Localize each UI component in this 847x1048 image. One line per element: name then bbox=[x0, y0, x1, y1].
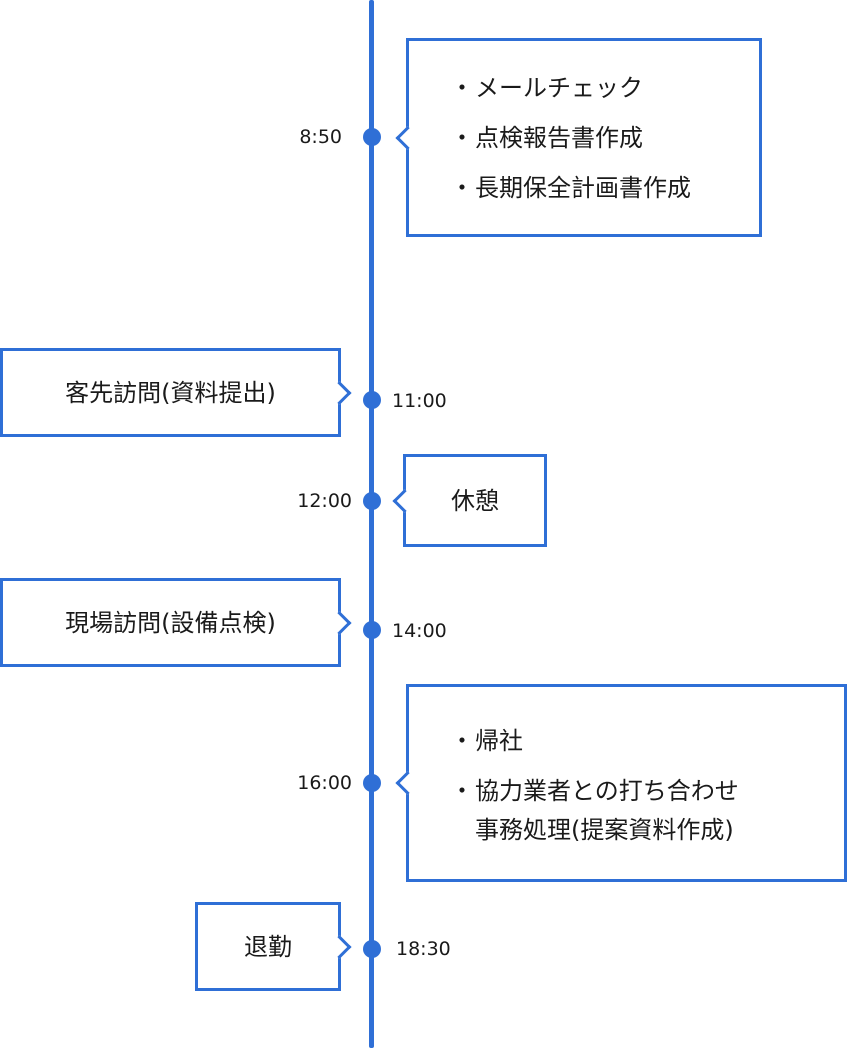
bullet-icon: ・ bbox=[450, 727, 474, 755]
list-item: ・メールチェック bbox=[449, 63, 691, 113]
bullet-icon: ・ bbox=[450, 73, 474, 102]
time-label-1400: 14:00 bbox=[392, 620, 447, 642]
callout-pointer bbox=[395, 125, 420, 150]
bullet-icon: ・ bbox=[450, 777, 474, 805]
timeline-axis bbox=[369, 0, 374, 1048]
event-label: 現場訪問(設備点検) bbox=[65, 608, 276, 637]
list-item: ・帰社 bbox=[449, 716, 739, 766]
time-label-1200: 12:00 bbox=[297, 490, 352, 512]
bullet-icon: ・ bbox=[450, 173, 474, 202]
event-callout-1100: 客先訪問(資料提出) bbox=[0, 348, 352, 437]
list-item: ・長期保全計画書作成 bbox=[449, 163, 691, 213]
event-callout-1830: 退勤 bbox=[195, 902, 352, 991]
list-item: ・協力業者との打ち合わせ bbox=[449, 766, 739, 816]
task-list: ・メールチェック ・点検報告書作成 ・長期保全計画書作成 bbox=[449, 63, 691, 213]
list-item-continuation: 事務処理(提案資料作成) bbox=[475, 816, 734, 844]
bullet-icon: ・ bbox=[450, 123, 474, 152]
callout-pointer bbox=[395, 770, 420, 796]
event-callout-1600: ・帰社 ・協力業者との打ち合わせ 事務処理(提案資料作成) bbox=[395, 684, 847, 882]
time-label-1600: 16:00 bbox=[297, 772, 352, 794]
event-callout-1400: 現場訪問(設備点検) bbox=[0, 578, 352, 667]
event-label: 休憩 bbox=[451, 486, 499, 515]
timeline-dot-1100 bbox=[363, 391, 381, 409]
time-label-1830: 18:30 bbox=[396, 938, 451, 960]
timeline-dot-1600 bbox=[363, 774, 381, 792]
time-label-0850: 8:50 bbox=[299, 126, 342, 148]
timeline-dot-1200 bbox=[363, 492, 381, 510]
list-item: ・点検報告書作成 bbox=[449, 113, 691, 163]
event-callout-0850: ・メールチェック ・点検報告書作成 ・長期保全計画書作成 bbox=[395, 38, 762, 237]
timeline-dot-1830 bbox=[363, 940, 381, 958]
timeline-dot-1400 bbox=[363, 621, 381, 639]
event-label: 客先訪問(資料提出) bbox=[65, 378, 276, 407]
task-list: ・帰社 ・協力業者との打ち合わせ 事務処理(提案資料作成) bbox=[449, 716, 739, 850]
time-label-1100: 11:00 bbox=[392, 390, 447, 412]
timeline-dot-0850 bbox=[363, 128, 381, 146]
event-callout-1200: 休憩 bbox=[392, 454, 547, 547]
event-label: 退勤 bbox=[244, 932, 292, 961]
